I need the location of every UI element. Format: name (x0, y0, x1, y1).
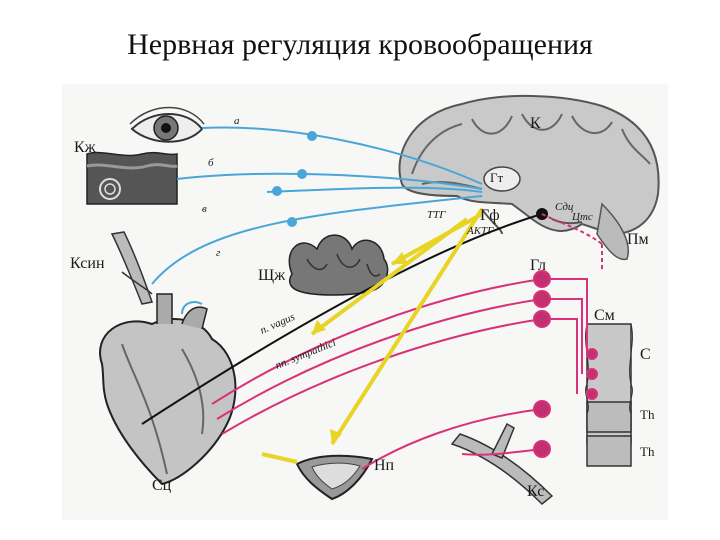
label-spinal: См (594, 307, 615, 324)
hormonal-pathways (261, 207, 484, 464)
thyroid-illustration (288, 234, 389, 296)
label-sympathici: nn. sympathici (274, 337, 338, 372)
label-path-v: в (202, 203, 207, 215)
label-skin: Кж (74, 139, 97, 156)
spinal-cord-segments (585, 323, 633, 467)
label-vessel-sinus: Ксин (70, 255, 105, 272)
skin-illustration (86, 151, 178, 205)
label-pituitary: Гф (480, 207, 500, 224)
label-vessels: Кс (527, 483, 544, 500)
label-heart-center: Сц (152, 477, 172, 494)
nervous-regulation-diagram: К Кж Ксин Щж Гт Гф ТТГ АКТГ Пм Сдц Цтс Г… (70, 95, 660, 506)
label-th-1: Th (640, 407, 655, 422)
label-path-b: б (208, 157, 214, 169)
label-medulla: Пм (627, 231, 649, 248)
label-cortex: К (530, 115, 541, 132)
label-center-cardiac: Цтс (571, 211, 593, 223)
label-adrenal: Нп (374, 457, 395, 474)
sinus-vessel-illustration (110, 231, 153, 305)
eye-illustration (129, 106, 205, 143)
label-thyroid: Щж (258, 267, 286, 284)
brain-illustration (398, 95, 660, 261)
label-path-a: а (234, 115, 240, 127)
label-center-vasomotor: Сдц (555, 201, 574, 213)
adrenal-illustration (295, 454, 374, 501)
label-ganglia: Гл (530, 257, 546, 274)
label-th-2: Th (640, 444, 655, 459)
label-hypothalamus: Гт (490, 170, 504, 185)
label-actg: АКТГ (466, 225, 494, 237)
diagram-figure: К Кж Ксин Щж Гт Гф ТТГ АКТГ Пм Сдц Цтс Г… (62, 84, 668, 520)
sympathetic-pathways (211, 213, 603, 470)
slide-title: Нервная регуляция кровообращения (127, 28, 593, 61)
label-ttg: ТТГ (427, 209, 446, 221)
afferent-pathways (151, 126, 483, 315)
heart-illustration (99, 293, 237, 486)
peripheral-vessel-illustration (450, 422, 554, 506)
label-path-g: г (216, 247, 221, 259)
label-spinal-c: C (640, 346, 651, 363)
